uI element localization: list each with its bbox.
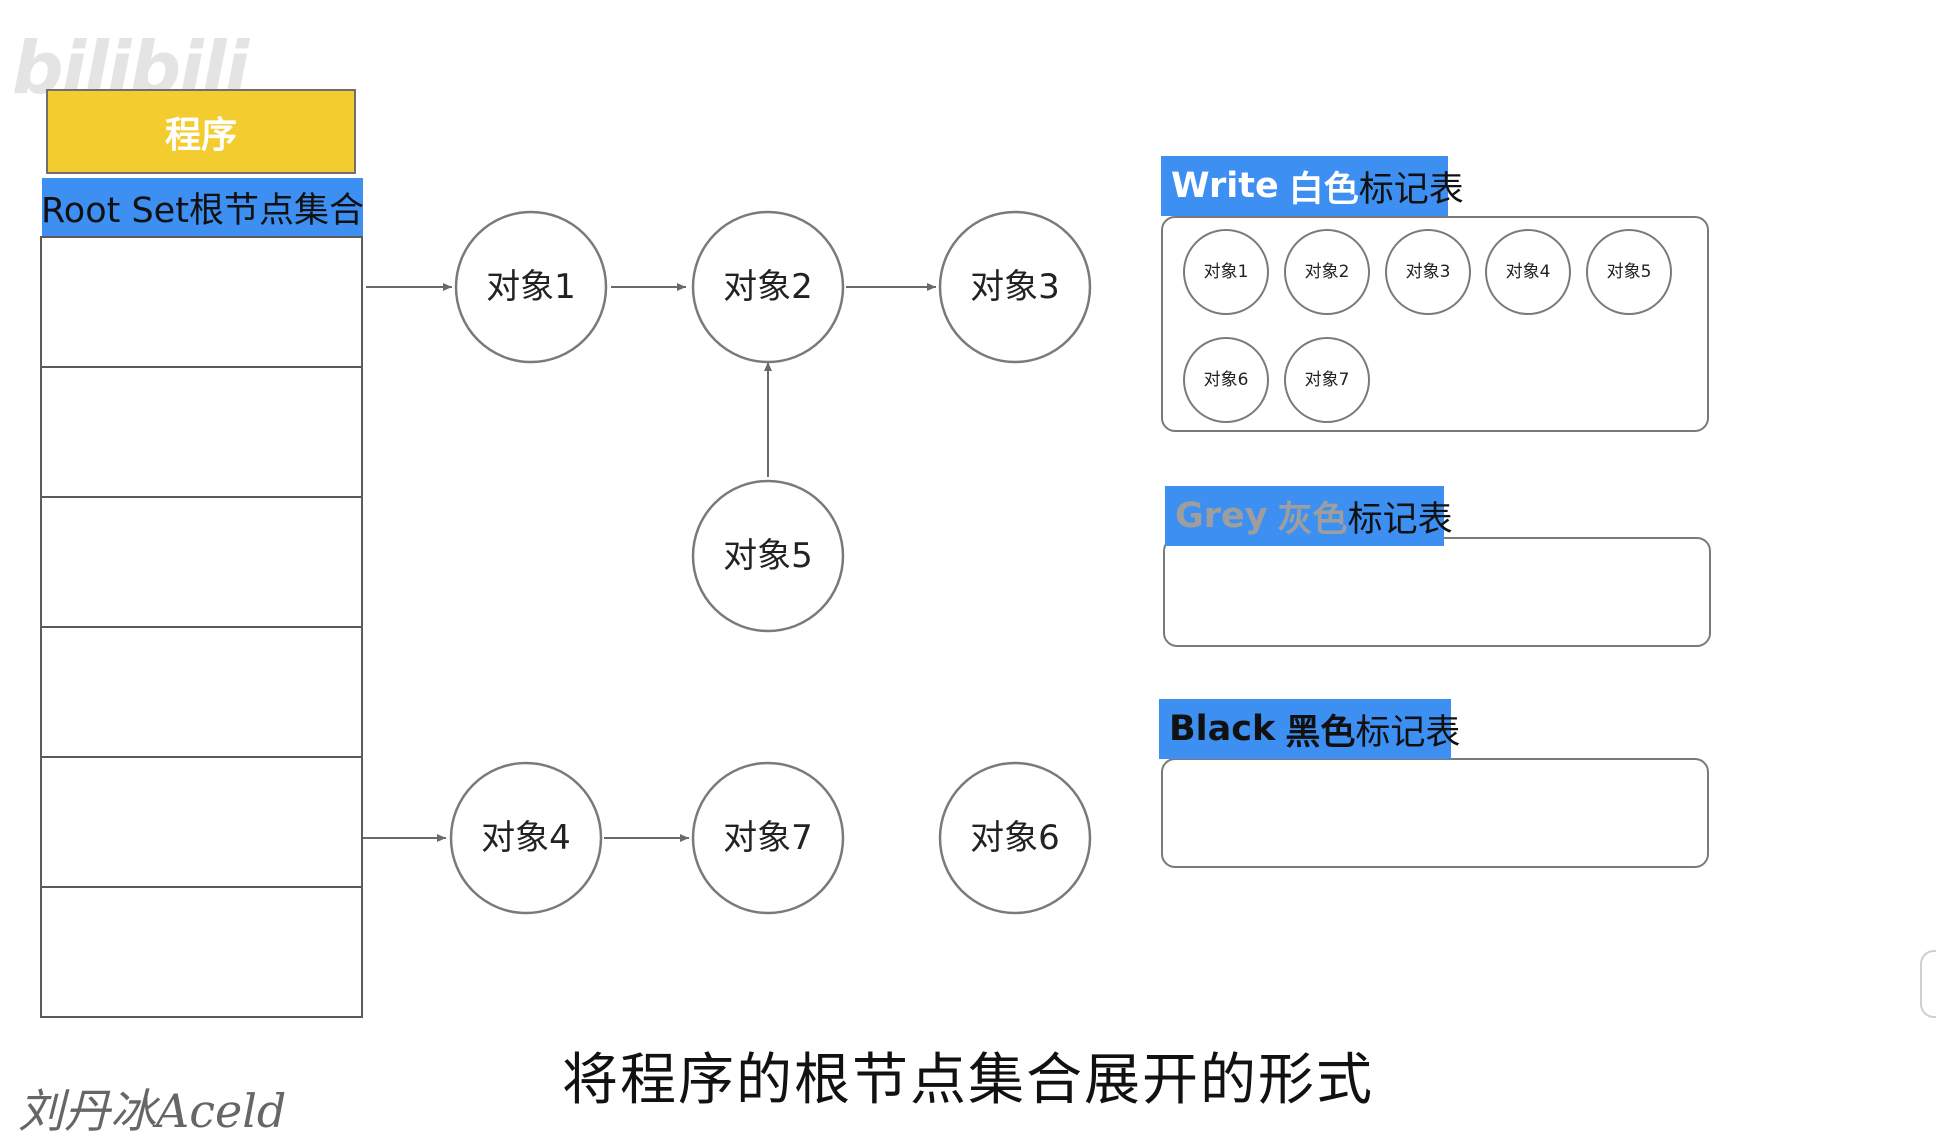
node-obj2: 对象2 — [691, 210, 845, 364]
program-box: 程序 — [46, 89, 356, 174]
black-table-box — [1161, 758, 1709, 868]
root-set-slot-1 — [42, 238, 361, 368]
caption: 将程序的根节点集合展开的形式 — [562, 1048, 1374, 1113]
white-item-obj2: 对象2 — [1284, 229, 1370, 315]
white-item-obj7: 对象7 — [1284, 337, 1370, 423]
grey-table-color: 灰色 — [1277, 499, 1348, 540]
white-table-suffix: 标记表 — [1358, 169, 1464, 210]
node-obj4: 对象4 — [449, 761, 603, 915]
white-table-items: 对象1 对象2 对象3 对象4 对象5 对象6 对象7 — [1183, 229, 1672, 423]
node-obj6-label: 对象6 — [970, 818, 1060, 858]
node-obj4-label: 对象4 — [481, 818, 571, 858]
node-obj5: 对象5 — [691, 479, 845, 633]
white-item-obj3-label: 对象3 — [1406, 262, 1451, 282]
object-graph: 对象1 对象2 对象3 对象5 对象4 对象7 对象6 — [363, 210, 1092, 915]
white-item-obj5: 对象5 — [1586, 229, 1672, 315]
white-table-box: 对象1 对象2 对象3 对象4 对象5 对象6 对象7 — [1161, 216, 1709, 432]
root-set-slot-4 — [42, 628, 361, 758]
root-set-slot-2 — [42, 368, 361, 498]
white-item-obj6-label: 对象6 — [1204, 370, 1249, 390]
white-item-obj5-label: 对象5 — [1607, 262, 1652, 282]
grey-table-en: Grey — [1175, 496, 1268, 536]
black-table-header: Black 黑色 标记表 — [1159, 699, 1460, 759]
root-set-slot-3 — [42, 498, 361, 628]
white-table-color: 白色 — [1288, 169, 1359, 210]
node-obj7: 对象7 — [691, 761, 845, 915]
node-obj1: 对象1 — [454, 210, 608, 364]
side-tab[interactable] — [1920, 950, 1936, 1018]
signature: 刘丹冰Aceld — [18, 1084, 287, 1138]
black-table-color: 黑色 — [1285, 712, 1356, 753]
white-item-obj7-label: 对象7 — [1305, 370, 1350, 390]
white-item-obj1: 对象1 — [1183, 229, 1269, 315]
node-obj6: 对象6 — [938, 761, 1092, 915]
grey-table-header: Grey 灰色 标记表 — [1165, 486, 1453, 546]
root-set-column — [40, 236, 363, 1018]
white-item-obj4: 对象4 — [1485, 229, 1571, 315]
node-obj3-label: 对象3 — [970, 267, 1060, 307]
program-label: 程序 — [164, 114, 237, 156]
grey-table-suffix: 标记表 — [1347, 499, 1453, 540]
node-obj1-label: 对象1 — [486, 267, 576, 307]
white-item-obj2-label: 对象2 — [1305, 262, 1350, 282]
node-obj7-label: 对象7 — [723, 818, 813, 858]
node-obj2-label: 对象2 — [723, 267, 813, 307]
black-table-en: Black — [1169, 709, 1276, 749]
white-item-obj1-label: 对象1 — [1204, 262, 1249, 282]
root-set-slot-5 — [42, 758, 361, 888]
white-item-obj6: 对象6 — [1183, 337, 1269, 423]
root-set-label: Root Set根节点集合 — [41, 190, 364, 231]
root-set-header: Root Set根节点集合 — [41, 178, 364, 236]
grey-table-box — [1163, 537, 1711, 647]
white-item-obj3: 对象3 — [1385, 229, 1471, 315]
white-item-obj4-label: 对象4 — [1506, 262, 1551, 282]
node-obj5-label: 对象5 — [723, 536, 813, 576]
white-table-header: Write 白色 标记表 — [1161, 156, 1464, 216]
black-table-suffix: 标记表 — [1355, 712, 1461, 753]
node-obj3: 对象3 — [938, 210, 1092, 364]
white-table-en: Write — [1171, 166, 1279, 206]
